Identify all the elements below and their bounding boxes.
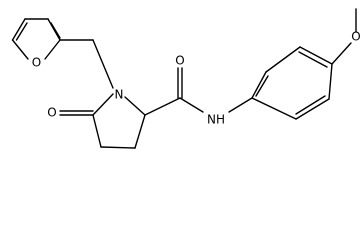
- atom-labels: O N O O NH O: [32, 30, 361, 127]
- bond: [295, 98, 330, 120]
- bond: [15, 22, 28, 41]
- bond: [251, 71, 267, 99]
- bond: [134, 114, 146, 149]
- amide-oxygen-label: O: [175, 54, 184, 68]
- bond: [44, 39, 61, 60]
- bond: [179, 97, 204, 113]
- amide-nh-label: NH: [207, 113, 225, 127]
- ring-nitrogen-label: N: [115, 88, 124, 102]
- bond: [50, 22, 61, 39]
- bond: [100, 146, 136, 149]
- bond: [265, 46, 301, 73]
- bond: [124, 96, 146, 116]
- bond: [11, 39, 29, 60]
- bond: [251, 97, 297, 120]
- bond: [11, 18, 26, 41]
- ether-oxygen-label: O: [351, 30, 360, 44]
- bond: [92, 114, 102, 148]
- ketone-oxygen-label: O: [47, 106, 56, 120]
- bond: [92, 93, 114, 116]
- bond: [299, 46, 333, 65]
- furan-oxygen-label: O: [32, 56, 41, 70]
- bond: [228, 97, 253, 113]
- bond: [331, 42, 352, 65]
- bonds: [11, 8, 357, 149]
- bond: [92, 39, 114, 89]
- bond: [255, 75, 269, 97]
- molecule-structure: O N O O NH O: [11, 8, 361, 149]
- bond: [328, 63, 333, 100]
- bond: [144, 97, 181, 116]
- bond: [295, 95, 326, 115]
- bond: [47, 18, 61, 41]
- bond: [298, 51, 328, 68]
